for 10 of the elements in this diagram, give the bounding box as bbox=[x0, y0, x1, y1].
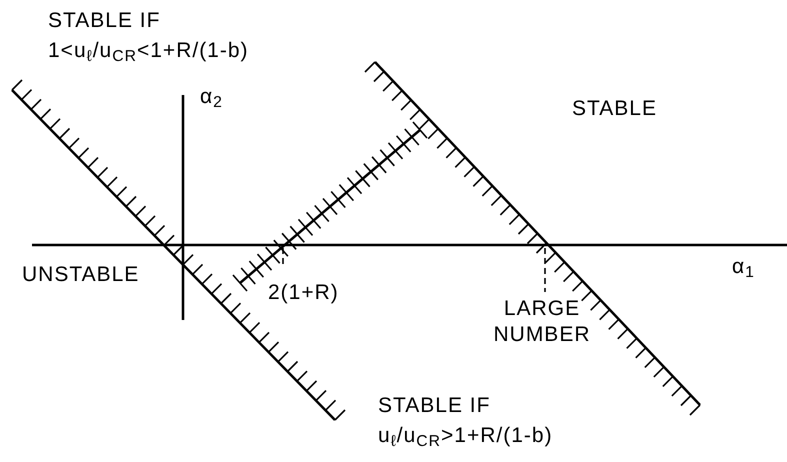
axis-region-label: α$_{1}$ bbox=[732, 254, 755, 280]
axis-region-label: STABLE IF bbox=[48, 8, 160, 34]
axis-region-label: u$_{ℓ}$/u$_{CR}$>1+R/(1-b) bbox=[378, 423, 553, 449]
axis-region-label: STABLE IF bbox=[378, 393, 490, 419]
axis-region-label: STABLE bbox=[572, 96, 657, 122]
axis-region-label: α$_{2}$ bbox=[200, 84, 223, 110]
axis-region-label: 2(1+R) bbox=[268, 280, 339, 306]
axis-region-label: 1<u$_{ℓ}$/u$_{CR}$<1+R/(1-b) bbox=[48, 38, 249, 64]
axis-region-label: UNSTABLE bbox=[22, 262, 140, 288]
axis-region-label: LARGE NUMBER bbox=[492, 296, 592, 348]
